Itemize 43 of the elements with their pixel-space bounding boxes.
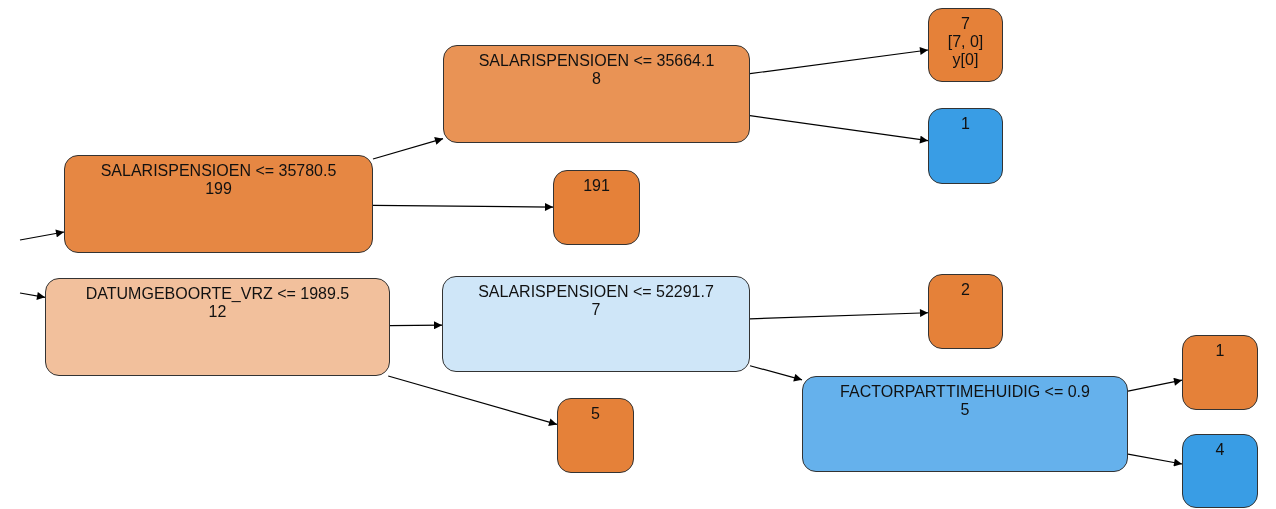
tree-node-box bbox=[1182, 335, 1258, 410]
arrow bbox=[389, 321, 443, 330]
node-text: 7 bbox=[591, 301, 601, 319]
arrow bbox=[749, 309, 929, 320]
arrow bbox=[1127, 377, 1183, 392]
node-text: DATUMGEBOORTE_VRZ <= 1989.5 bbox=[85, 285, 350, 303]
tree-node-box bbox=[557, 398, 634, 473]
arrow bbox=[749, 47, 929, 75]
tree-node-box bbox=[802, 376, 1128, 472]
arrow bbox=[19, 292, 46, 300]
tree-node-box bbox=[64, 155, 373, 253]
node-text: 4 bbox=[1215, 441, 1225, 459]
tree-node-box bbox=[442, 276, 750, 372]
tree-node-box bbox=[928, 108, 1003, 184]
tree-node-box bbox=[45, 278, 390, 376]
arrow bbox=[749, 115, 929, 144]
arrow bbox=[749, 365, 803, 382]
arrow bbox=[19, 229, 65, 241]
node-text: 199 bbox=[205, 180, 232, 198]
arrow bbox=[372, 203, 554, 211]
node-text: 8 bbox=[592, 70, 601, 88]
tree-node-box bbox=[928, 274, 1003, 349]
arrow bbox=[372, 137, 444, 160]
node-text: 2 bbox=[961, 281, 970, 299]
node-text: 1 bbox=[1215, 342, 1225, 360]
tree-node-box bbox=[928, 8, 1003, 82]
arrow bbox=[387, 375, 558, 427]
tree-node-box bbox=[553, 170, 640, 245]
node-text: 5 bbox=[960, 401, 970, 419]
tree-node-box bbox=[443, 45, 750, 143]
node-text: SALARISPENSIOEN <= 52291.7 bbox=[478, 283, 714, 301]
node-text: SALARISPENSIOEN <= 35664.1 bbox=[478, 52, 715, 70]
node-text: 191 bbox=[583, 177, 610, 195]
node-text: 1 bbox=[961, 115, 970, 133]
node-text: FACTORPARTTIMEHUIDIG <= 0.9 bbox=[840, 383, 1090, 401]
node-text: [7, 0] bbox=[947, 33, 984, 51]
node-text: 7 bbox=[961, 15, 970, 33]
node-text: SALARISPENSIOEN <= 35780.5 bbox=[100, 162, 337, 180]
node-text: 12 bbox=[208, 303, 227, 321]
node-text: 5 bbox=[591, 405, 600, 423]
tree-node-box bbox=[1182, 434, 1258, 508]
node-text: y[0] bbox=[952, 51, 979, 69]
arrow bbox=[1127, 453, 1183, 467]
